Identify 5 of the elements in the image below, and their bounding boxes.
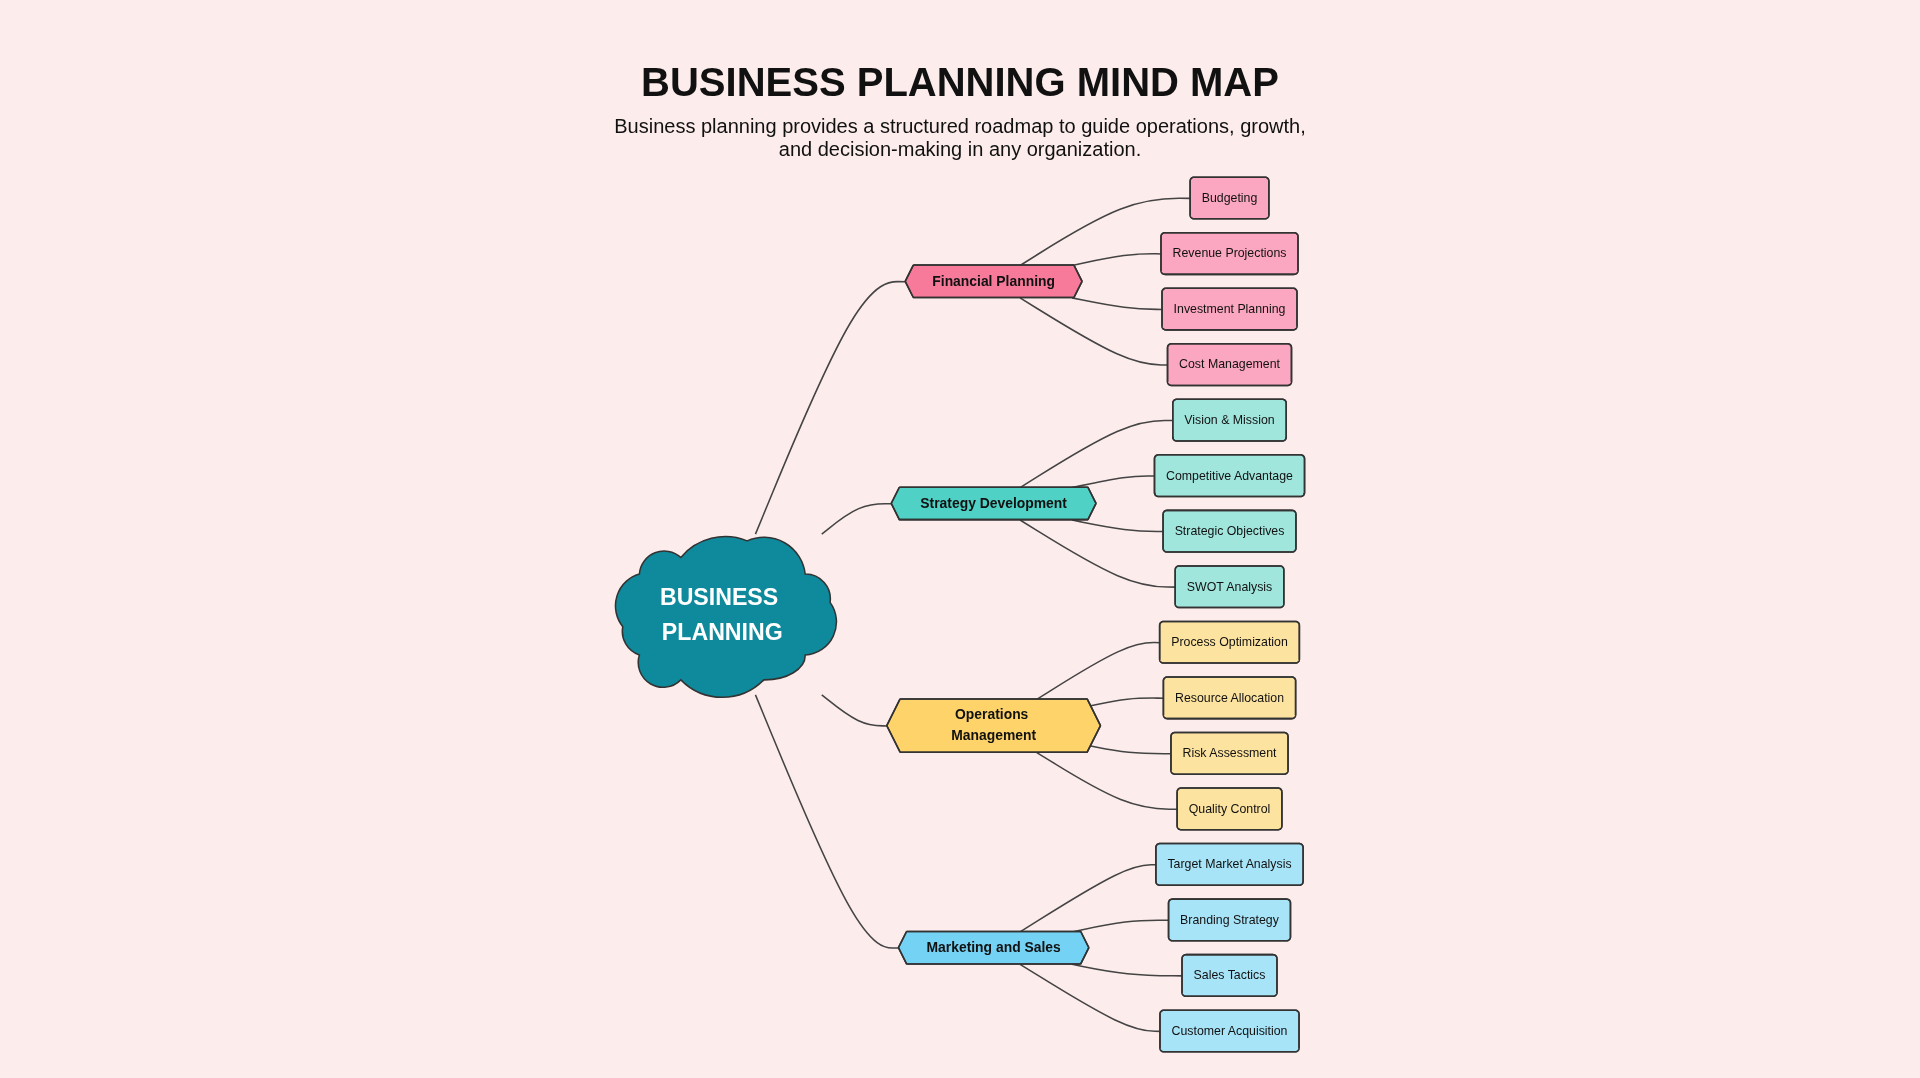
title: BUSINESS PLANNING MIND MAP <box>641 60 1279 105</box>
connector <box>754 280 907 535</box>
connector <box>821 694 888 727</box>
connector <box>754 694 900 949</box>
caption: Business planning provides a structured roadmap to guide operations, growth, and decision-making in any organization. <box>613 115 1307 161</box>
